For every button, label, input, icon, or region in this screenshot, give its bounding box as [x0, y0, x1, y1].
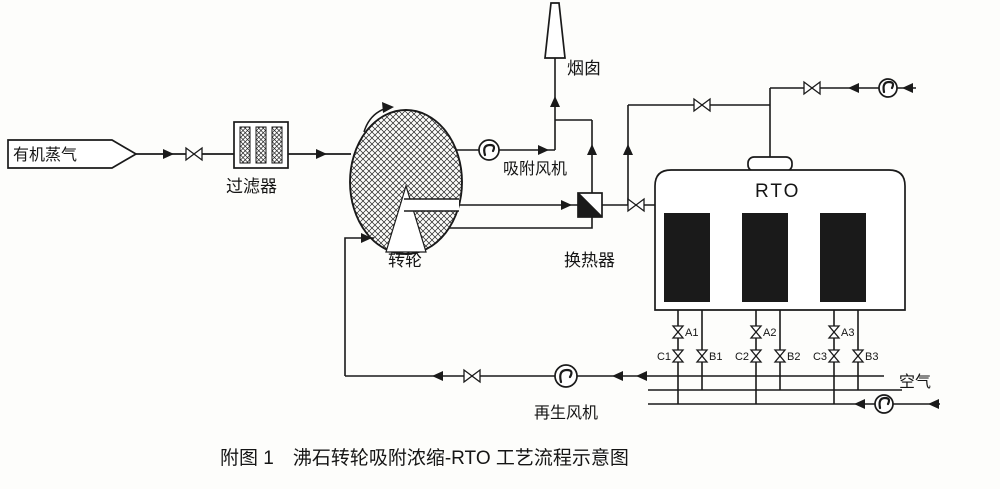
valve-tag-a2: A2 [763, 327, 776, 339]
valve-b2-icon [773, 349, 787, 363]
rto-label: RTO [755, 181, 800, 202]
rto-bed-1 [664, 213, 710, 302]
line-valves [185, 80, 821, 384]
chimney-stack: 烟囱 [544, 2, 601, 78]
valve-tag-b2: B2 [787, 351, 800, 363]
valve-tag-a1: A1 [685, 327, 698, 339]
filter-element [255, 126, 267, 164]
filter-unit: 过滤器 [226, 121, 289, 196]
bypass-valve-icon [693, 97, 711, 113]
regen-line-valve-icon [463, 368, 481, 384]
heat-exchanger: 换热器 [564, 192, 615, 270]
valve-tag-b3: B3 [865, 351, 878, 363]
rto-switch-valves: A1 C1 B1 A2 C2 B2 A3 C3 B3 [657, 325, 878, 363]
valve-tag-c1: C1 [657, 351, 671, 363]
figure-caption: 附图 1 沸石转轮吸附浓缩-RTO 工艺流程示意图 [220, 447, 629, 469]
fan-impeller-icon [559, 368, 573, 384]
rotor-desorption-sector [385, 183, 427, 253]
rto-bed-3 [820, 213, 866, 302]
regen-fan-label: 再生风机 [534, 404, 598, 422]
air-inlet: 空气 [874, 373, 931, 414]
top-air-fan [878, 78, 898, 98]
valve-tag-b1: B1 [709, 351, 722, 363]
rto-bed-2 [742, 213, 788, 302]
valve-a1-icon [671, 325, 685, 339]
chimney-label: 烟囱 [567, 59, 601, 78]
rotor-wheel [349, 109, 463, 255]
filter-element [239, 126, 251, 164]
valve-c3-icon [827, 349, 841, 363]
rotor-label: 转轮 [388, 251, 422, 270]
adsorption-fan-label: 吸附风机 [503, 160, 567, 178]
inlet-label: 有机蒸气 [13, 146, 77, 164]
heat-exchanger-label: 换热器 [564, 251, 615, 270]
fan-impeller-icon [882, 80, 895, 94]
valve-a2-icon [749, 325, 763, 339]
valve-c2-icon [749, 349, 763, 363]
organic-vapor-inlet: 有机蒸气 [7, 139, 138, 169]
fan-icon [554, 364, 578, 388]
zeolite-rotor: 转轮 [349, 102, 463, 270]
rotor-duct [404, 199, 459, 211]
rto-inlet-valve-icon [627, 197, 645, 213]
fan-impeller-icon [483, 143, 496, 157]
filter-label: 过滤器 [226, 177, 277, 196]
rto-unit: RTO [654, 156, 906, 311]
valve-b1-icon [695, 349, 709, 363]
inlet-banner-shape [7, 139, 138, 169]
inlet-valve-icon [185, 146, 203, 162]
regeneration-fan: 再生风机 [534, 364, 598, 422]
valve-tag-c2: C2 [735, 351, 749, 363]
valve-a3-icon [827, 325, 841, 339]
rto-top-cap [747, 156, 793, 172]
fan-impeller-icon [878, 396, 891, 410]
valve-tag-a3: A3 [841, 327, 854, 339]
flow-arrows [163, 83, 939, 409]
fan-icon [478, 139, 500, 161]
air-label: 空气 [899, 373, 931, 391]
adsorption-fan: 吸附风机 [478, 139, 567, 178]
valve-b3-icon [851, 349, 865, 363]
chimney-shape [544, 2, 566, 59]
valve-c1-icon [671, 349, 685, 363]
valve-tag-c3: C3 [813, 351, 827, 363]
top-line-valve-icon [803, 80, 821, 96]
filter-element [271, 126, 283, 164]
